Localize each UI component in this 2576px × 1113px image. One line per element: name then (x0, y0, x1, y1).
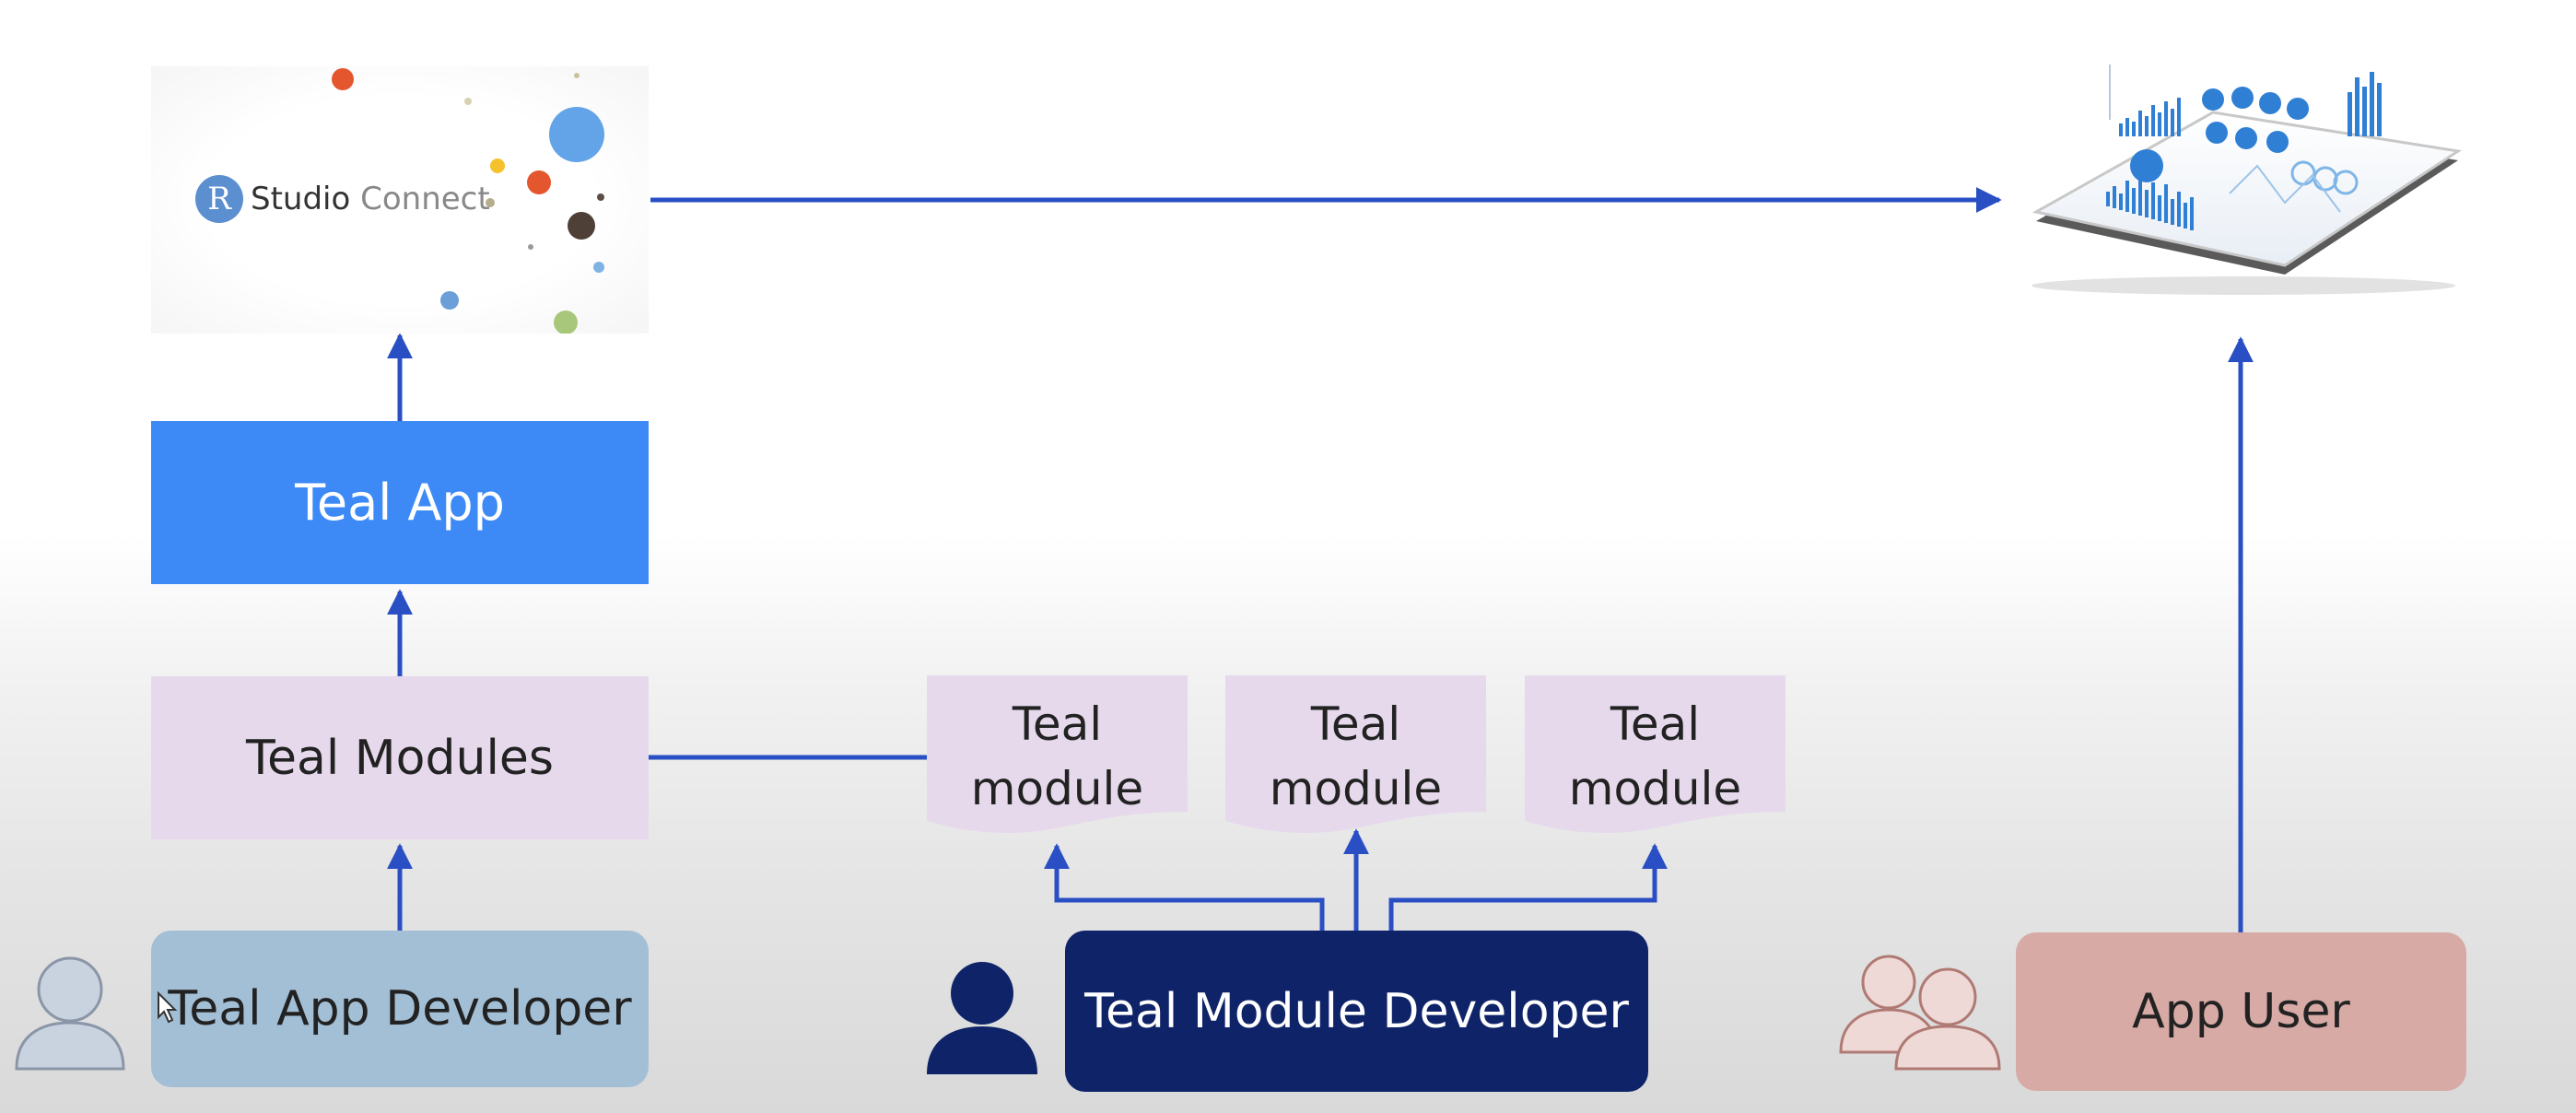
arrow-devto-card-1 (1044, 843, 1325, 931)
confetti-dots (332, 68, 604, 334)
group-users-icon (1839, 955, 2001, 1071)
rstudio-wordmark: R Studio Connect (195, 175, 490, 223)
teal-module-card-line2: module (1269, 762, 1443, 815)
teal-module-card-line2: module (1568, 762, 1742, 815)
arrow-devto-card-3 (1388, 843, 1668, 931)
teal-module-card-line2: module (970, 762, 1144, 815)
teal-app-developer-box: Teal App Developer (151, 931, 649, 1087)
tablet-dashboard-icon (2032, 64, 2463, 295)
mouse-cursor-icon (158, 991, 178, 1024)
teal-module-developer-box: Teal Module Developer (1065, 931, 1648, 1092)
person-icon (15, 956, 125, 1071)
person-solid-icon (927, 962, 1037, 1074)
teal-app-label: Teal App (295, 474, 505, 532)
app-user-label: App User (2132, 984, 2350, 1039)
rstudio-brand-text: Studio (251, 181, 351, 217)
teal-modules-label: Teal Modules (246, 730, 554, 786)
teal-module-card-line1: Teal (1610, 697, 1701, 751)
teal-module-card: Teal module (1525, 675, 1786, 838)
document-shape (927, 675, 1188, 834)
rstudio-product-text: Connect (360, 181, 490, 217)
teal-module-card: Teal module (1225, 675, 1486, 838)
r-logo-icon: R (195, 175, 243, 223)
document-shape (1525, 675, 1786, 834)
teal-module-card-line1: Teal (1310, 697, 1401, 751)
rstudio-connect-logo: R Studio Connect (151, 66, 649, 334)
app-user-box: App User (2016, 932, 2466, 1091)
teal-modules-box: Teal Modules (151, 676, 649, 839)
teal-module-card-line1: Teal (1012, 697, 1103, 751)
teal-app-box: Teal App (151, 421, 649, 584)
document-shape (1225, 675, 1486, 834)
teal-app-developer-label: Teal App Developer (168, 981, 632, 1037)
teal-module-developer-label: Teal Module Developer (1084, 983, 1629, 1039)
teal-module-card: Teal module (927, 675, 1188, 838)
